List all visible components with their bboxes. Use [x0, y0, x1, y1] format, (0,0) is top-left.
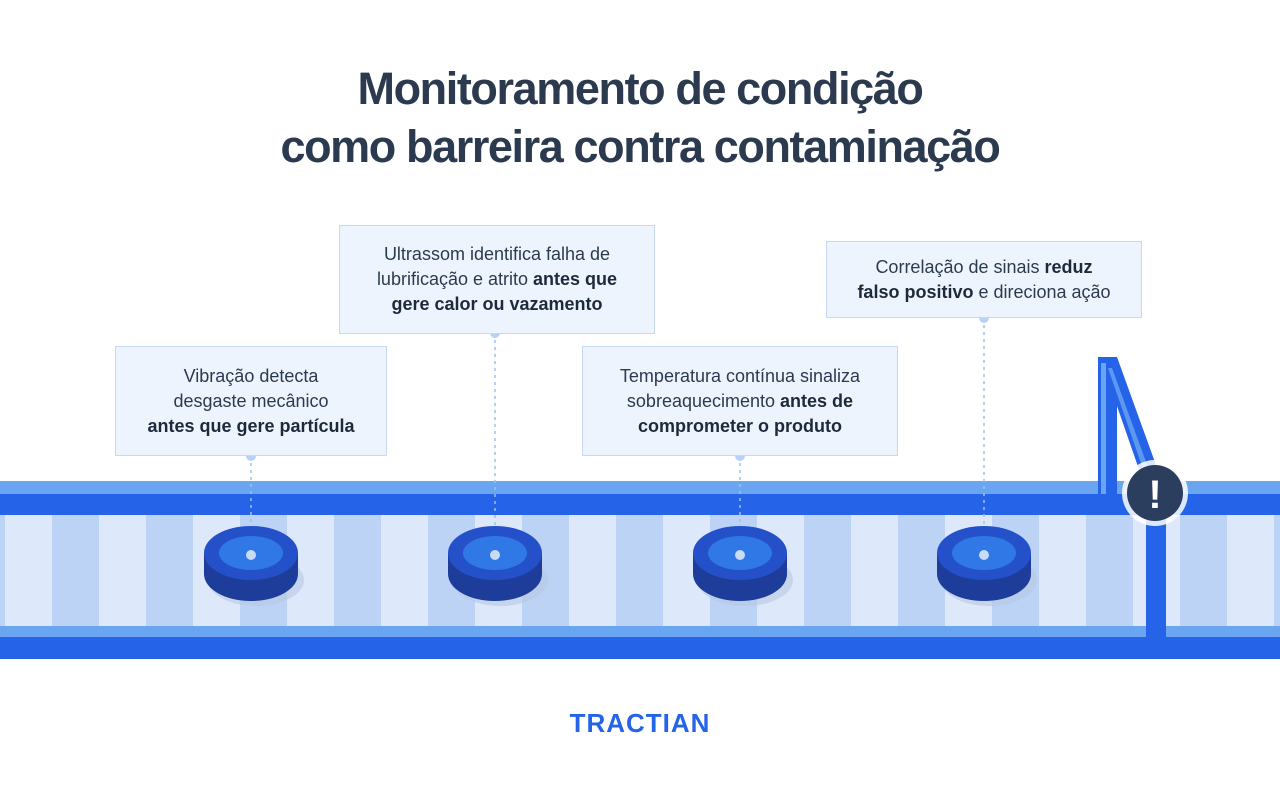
title-line-2: como barreira contra contaminação [280, 121, 1000, 172]
callout-temperature: Temperatura contínua sinaliza sobreaqueci… [582, 346, 898, 456]
callout-emphasis: falso positivo [857, 281, 974, 302]
page-title: Monitoramento de condição como barreira … [0, 60, 1280, 176]
callout-emphasis: gere calor ou vazamento [391, 294, 603, 314]
callout-line: falso positivo e direciona ação [857, 280, 1110, 305]
callout-vibration: Vibração detecta desgaste mecânico antes q… [115, 346, 387, 456]
callout-text: Temperatura contínua sinaliza sobreaqueci… [620, 364, 860, 439]
callout-segment: Vibração detecta [183, 365, 319, 386]
callout-line: lubrificação e atrito antes que [377, 267, 617, 292]
callout-emphasis: antes que [533, 269, 618, 289]
callout-emphasis: comprometer o produto [637, 415, 842, 436]
title-line-1: Monitoramento de condição [357, 63, 923, 114]
callout-line: Ultrassom identifica falha de [377, 242, 617, 267]
sensor-3 [693, 526, 793, 606]
callout-segment: Correlação de sinais [875, 256, 1045, 277]
sensor-1 [204, 526, 304, 606]
callout-line: gere calor ou vazamento [377, 292, 617, 317]
callout-segment: Ultrassom identifica falha de [383, 244, 611, 264]
callout-line: Vibração detecta [147, 364, 354, 389]
conveyor-bottom-rail [0, 626, 1280, 638]
callout-segment: Temperatura contínua sinaliza [619, 365, 861, 386]
exclamation-alert-icon: ! [1122, 460, 1188, 526]
callout-line: desgaste mecânico [147, 389, 354, 414]
callout-line: antes que gere partícula [147, 414, 354, 439]
sensor-2 [448, 526, 548, 606]
callout-segment: sobreaquecimento [626, 390, 781, 411]
callout-emphasis: reduz [1044, 256, 1093, 277]
sensor-4 [937, 526, 1037, 606]
callout-line: comprometer o produto [620, 414, 860, 439]
tractian-logo: TRACTIAN [569, 708, 711, 738]
callout-line: sobreaquecimento antes de [620, 389, 860, 414]
callout-emphasis: antes que gere partícula [147, 415, 355, 436]
callout-emphasis: antes de [780, 390, 854, 411]
callout-ultrasound: Ultrassom identifica falha de lubrificaçã… [339, 225, 655, 334]
callout-text: Vibração detecta desgaste mecânico antes q… [147, 364, 354, 439]
callout-segment: lubrificação e atrito [376, 269, 534, 289]
conveyor-belt [0, 515, 1280, 627]
callout-text: Ultrassom identifica falha de lubrificaçã… [377, 242, 617, 317]
alert-symbol: ! [1148, 473, 1161, 517]
conveyor-top-rail [0, 481, 1280, 495]
callout-line: Correlação de sinais reduz [857, 255, 1110, 280]
callout-segment: e direciona ação [973, 281, 1111, 302]
callout-line: Temperatura contínua sinaliza [620, 364, 860, 389]
callout-segment: desgaste mecânico [173, 390, 329, 411]
